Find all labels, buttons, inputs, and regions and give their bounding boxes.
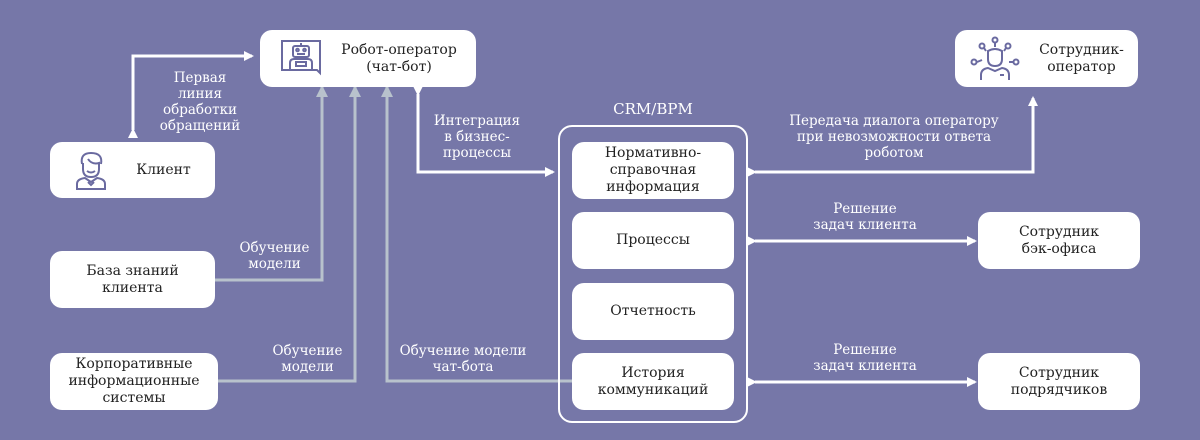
node-operator[interactable]: Сотрудник- оператор: [955, 30, 1138, 87]
node-label: Сотрудник бэк-офиса: [1018, 223, 1100, 257]
crm-title: CRM/BPM: [613, 100, 693, 118]
crm-item-reference-info[interactable]: Нормативно- справочная информация: [572, 142, 734, 199]
label-training-kb: Обучение модели: [239, 240, 310, 272]
edge-first-line: [128, 51, 254, 138]
node-label: Корпоративные информационные системы: [68, 356, 200, 406]
node-contractors[interactable]: Сотрудник подрядчиков: [978, 353, 1140, 410]
robot-chat-icon: [279, 37, 323, 81]
operator-network-icon: [969, 36, 1021, 82]
edge-training-kb: [214, 85, 328, 282]
node-client[interactable]: Клиент: [50, 142, 215, 198]
label-solve-backoffice: Решение задач клиента: [813, 201, 917, 233]
crm-group: [558, 125, 748, 423]
label-solve-contractors: Решение задач клиента: [813, 342, 917, 374]
label-training-history: Обучение модели чат-бота: [399, 343, 527, 375]
node-knowledge-base[interactable]: База знаний клиента: [50, 251, 215, 308]
node-label: Сотрудник подрядчиков: [1010, 364, 1108, 398]
edge-integration: [413, 86, 555, 177]
edge-training-corp: [218, 85, 361, 383]
crm-item-processes[interactable]: Процессы: [572, 212, 734, 269]
client-person-icon: [74, 150, 108, 190]
node-robot-operator[interactable]: Робот-оператор (чат-бот): [260, 30, 476, 87]
label-first-line: Первая линия обработки обращений: [159, 70, 241, 134]
edge-training-history: [381, 85, 572, 383]
node-label: Робот-оператор (чат-бот): [341, 41, 457, 75]
label-training-corp: Обучение модели: [272, 343, 343, 375]
node-label: База знаний клиента: [86, 262, 179, 296]
edge-handover: [747, 96, 1038, 177]
label-handover: Передача диалога оператору при невозможн…: [789, 113, 999, 161]
node-label: Клиент: [136, 161, 191, 178]
node-backoffice[interactable]: Сотрудник бэк-офиса: [978, 212, 1140, 269]
node-corporate-systems[interactable]: Корпоративные информационные системы: [50, 353, 218, 410]
crm-item-reporting[interactable]: Отчетность: [572, 283, 734, 340]
label-integration: Интеграция в бизнес- процессы: [433, 113, 521, 161]
node-label: Сотрудник- оператор: [1039, 41, 1124, 75]
crm-item-communication-history[interactable]: История коммуникаций: [572, 353, 734, 410]
